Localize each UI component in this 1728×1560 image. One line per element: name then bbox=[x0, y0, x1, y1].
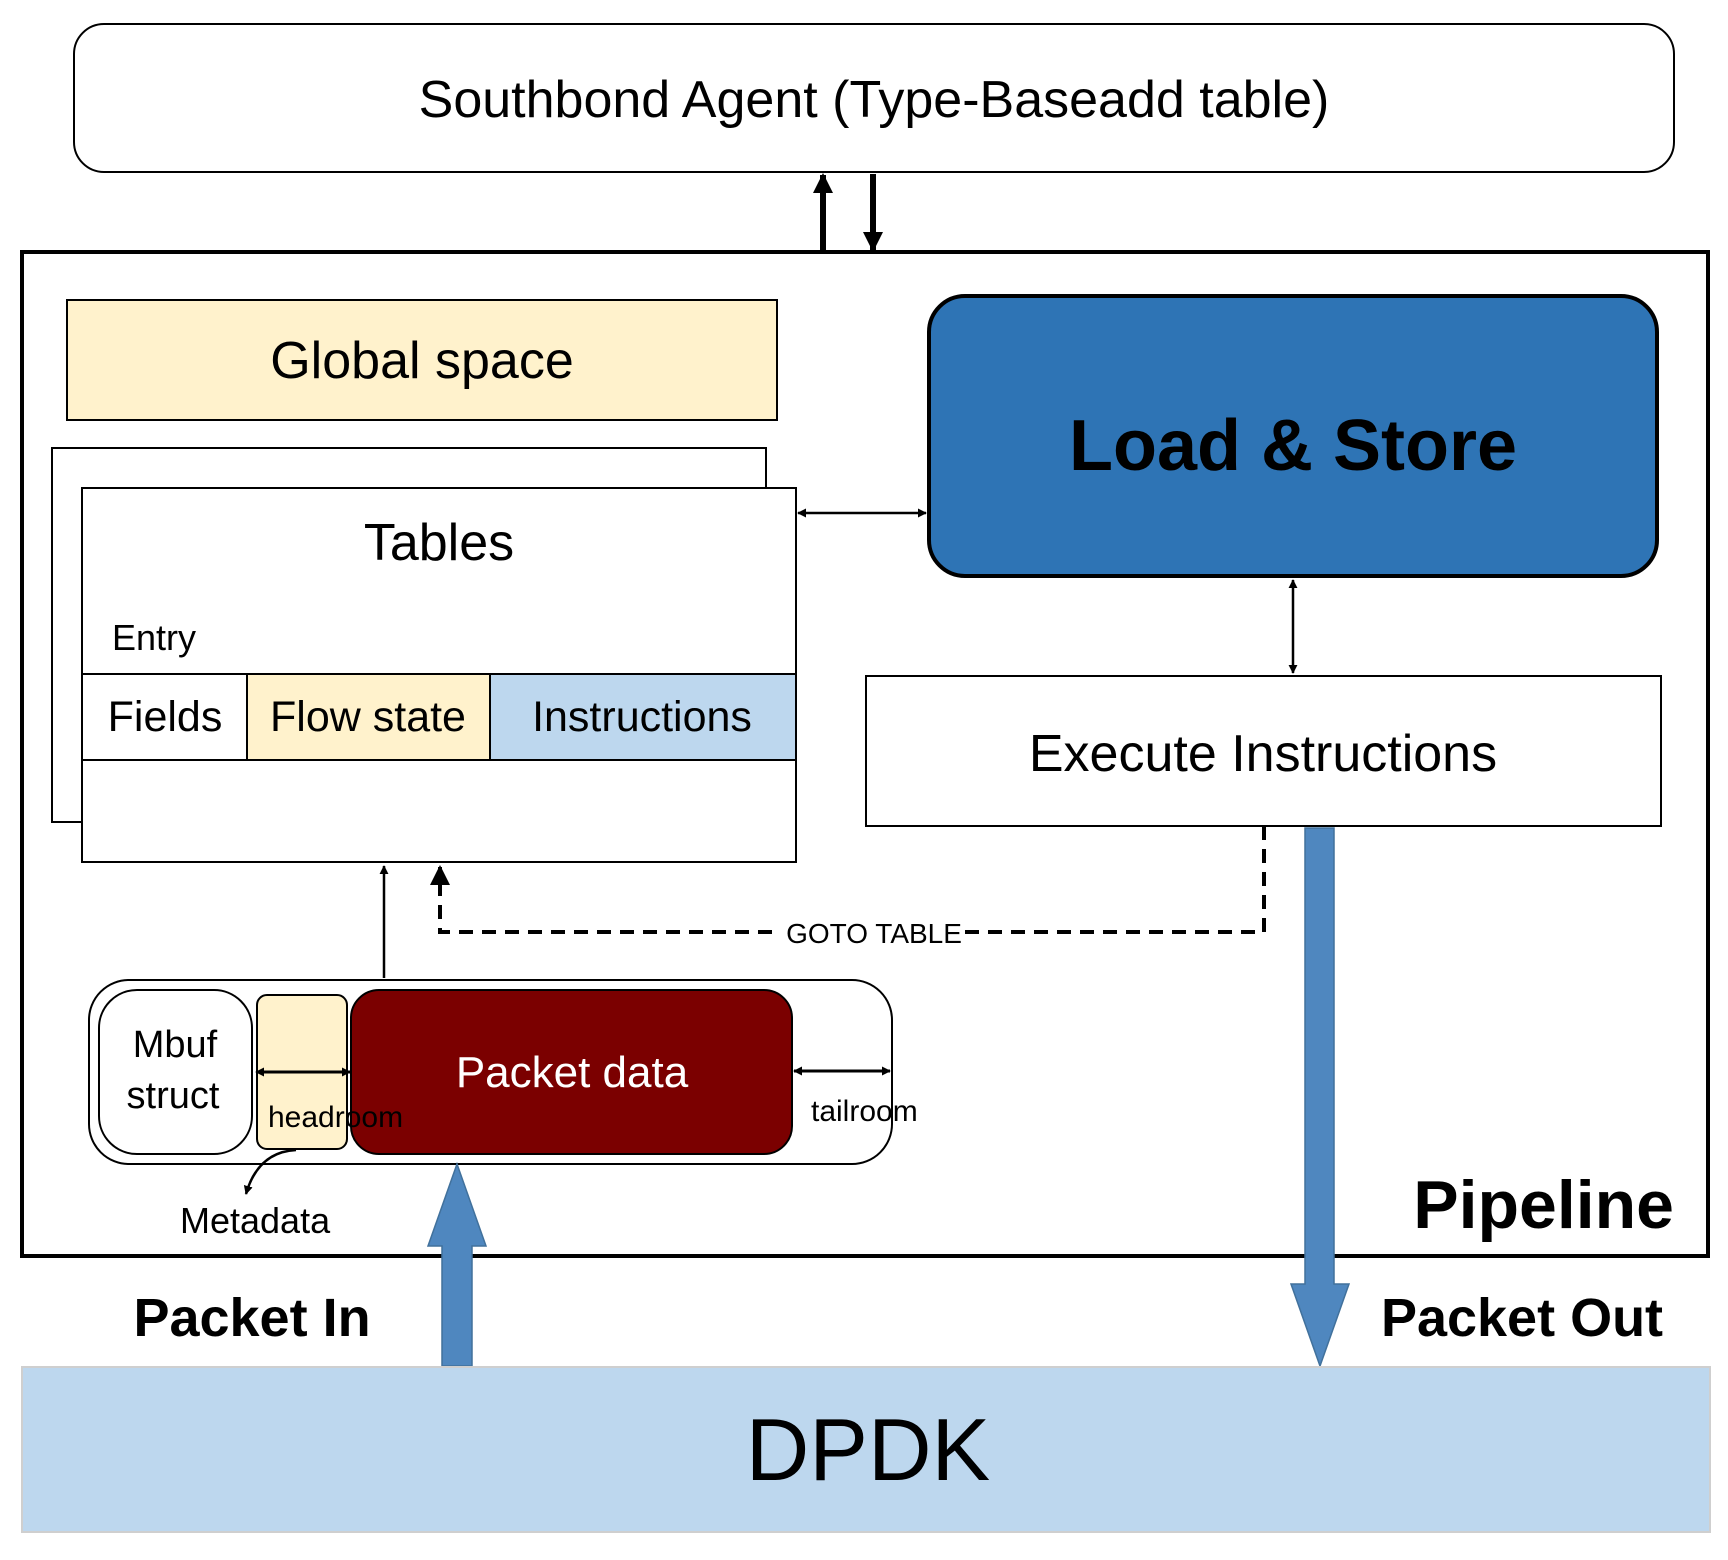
metadata-pointer-arrow bbox=[243, 1148, 297, 1195]
load-store-label: Load & Store bbox=[1069, 406, 1517, 486]
dpdk-label: DPDK bbox=[746, 1400, 991, 1499]
pipeline-frame bbox=[20, 250, 1710, 1258]
global-space-label: Global space bbox=[270, 332, 574, 390]
southbound-agent-box: Southbond Agent (Type-Baseadd table) bbox=[73, 23, 1675, 173]
dpdk-bar: DPDK bbox=[21, 1366, 1711, 1533]
packet-in-arrow bbox=[426, 1161, 488, 1367]
entry-label: Entry bbox=[112, 617, 196, 658]
load-store-box: Load & Store bbox=[927, 294, 1659, 578]
table-entry-row: Fields Flow state Instructions bbox=[81, 673, 797, 761]
mbuf-struct-line2: struct bbox=[127, 1075, 220, 1117]
mbuf-container: Mbuf struct Packet data headroom tailroo… bbox=[88, 979, 918, 1165]
mbuf-struct-line1: Mbuf bbox=[133, 1024, 218, 1066]
instructions-cell: Instructions bbox=[532, 693, 752, 741]
metadata-label: Metadata bbox=[180, 1200, 331, 1241]
fields-cell: Fields bbox=[108, 693, 223, 741]
flow-state-cell: Flow state bbox=[270, 693, 466, 741]
goto-table-label: GOTO TABLE bbox=[786, 918, 962, 949]
southbound-agent-label: Southbond Agent (Type-Baseadd table) bbox=[419, 71, 1330, 129]
tailroom-label: tailroom bbox=[811, 1095, 918, 1128]
packet-out-arrow bbox=[1289, 827, 1351, 1369]
packet-data-box: Packet data bbox=[350, 989, 793, 1155]
headroom-label: headroom bbox=[268, 1101, 403, 1134]
packet-out-label: Packet Out bbox=[1381, 1288, 1663, 1348]
execute-instructions-label: Execute Instructions bbox=[1029, 725, 1497, 783]
execute-instructions-box: Execute Instructions bbox=[865, 675, 1662, 827]
pipeline-label: Pipeline bbox=[1413, 1167, 1674, 1243]
packet-in-label: Packet In bbox=[133, 1288, 370, 1348]
tables-title: Tables bbox=[364, 514, 514, 572]
global-space-box: Global space bbox=[66, 299, 778, 421]
packet-data-label: Packet data bbox=[456, 1048, 689, 1097]
tables-box: Tables Entry Fields Flow state Instructi… bbox=[81, 487, 797, 863]
mbuf-struct-box: Mbuf struct bbox=[98, 989, 253, 1155]
